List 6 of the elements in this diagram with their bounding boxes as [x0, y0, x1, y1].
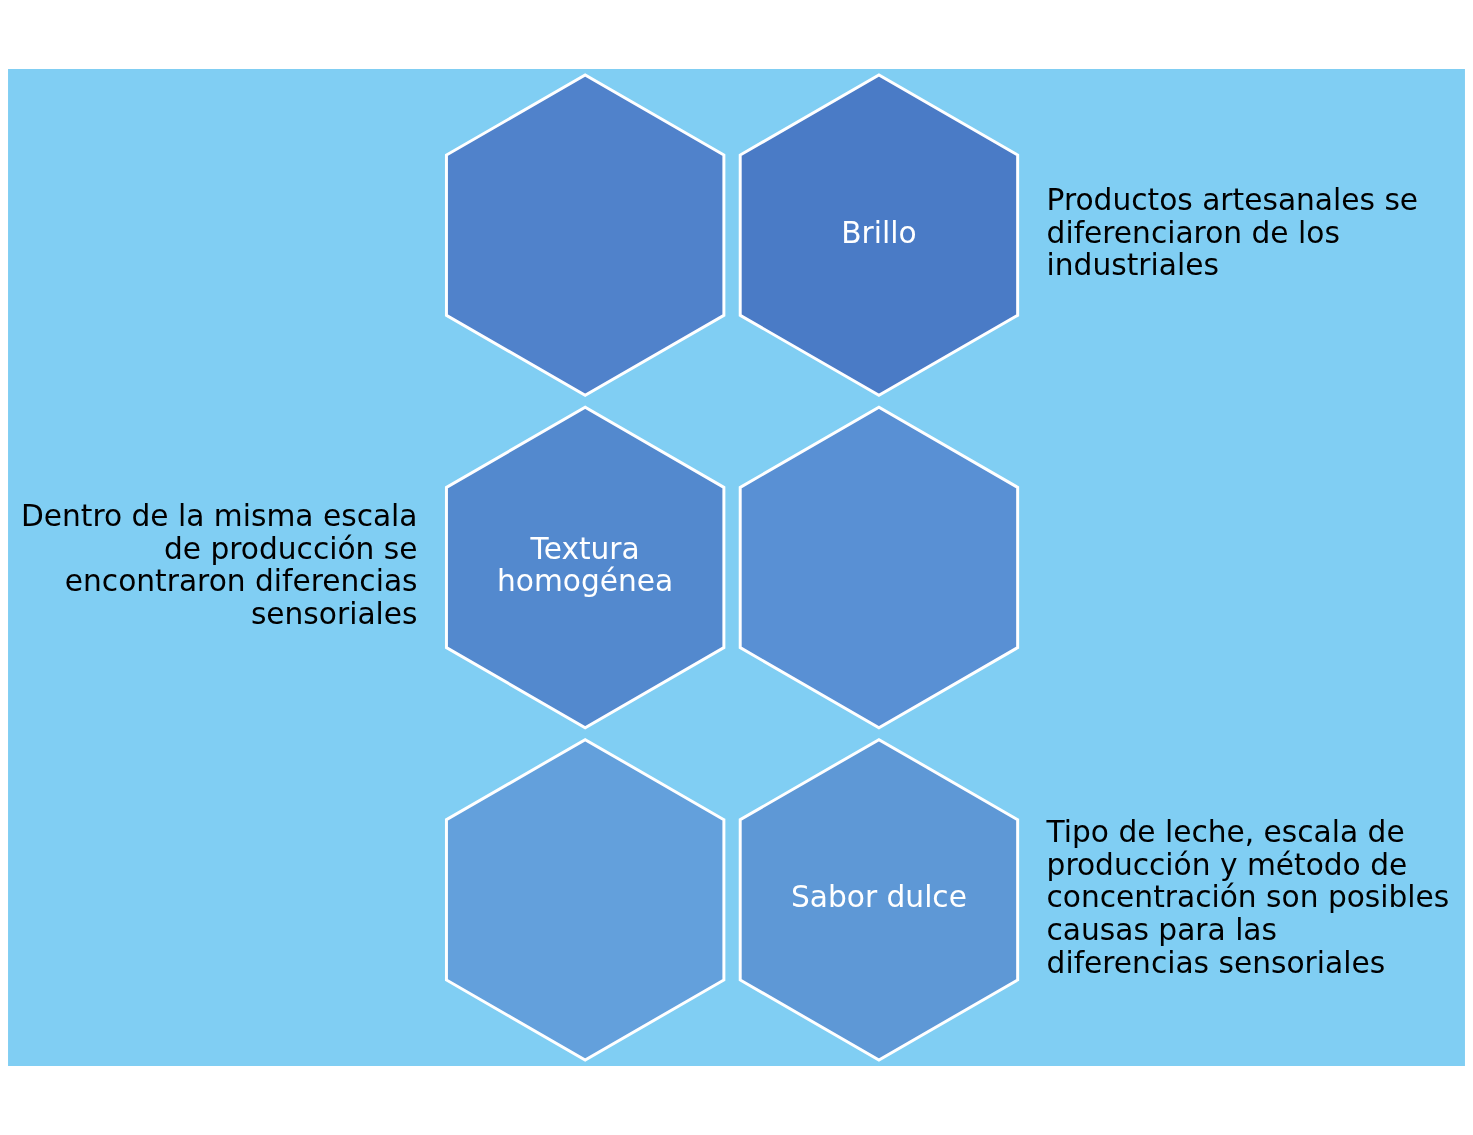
- node-label: Tipo de leche, escala de producción y método de concentración son posibles causas para las diferencias sensoriales: [1046, 813, 1450, 980]
- node-label: Productos artesanales se diferenciaron de los industriales: [1046, 181, 1419, 283]
- node-label: Dentro de la misma escala de producción se encontraron diferencias sensoriales: [20, 497, 418, 631]
- node-hexagon: [444, 737, 726, 1062]
- node-hexagon: [738, 405, 1020, 730]
- node-hexagon: [444, 73, 726, 398]
